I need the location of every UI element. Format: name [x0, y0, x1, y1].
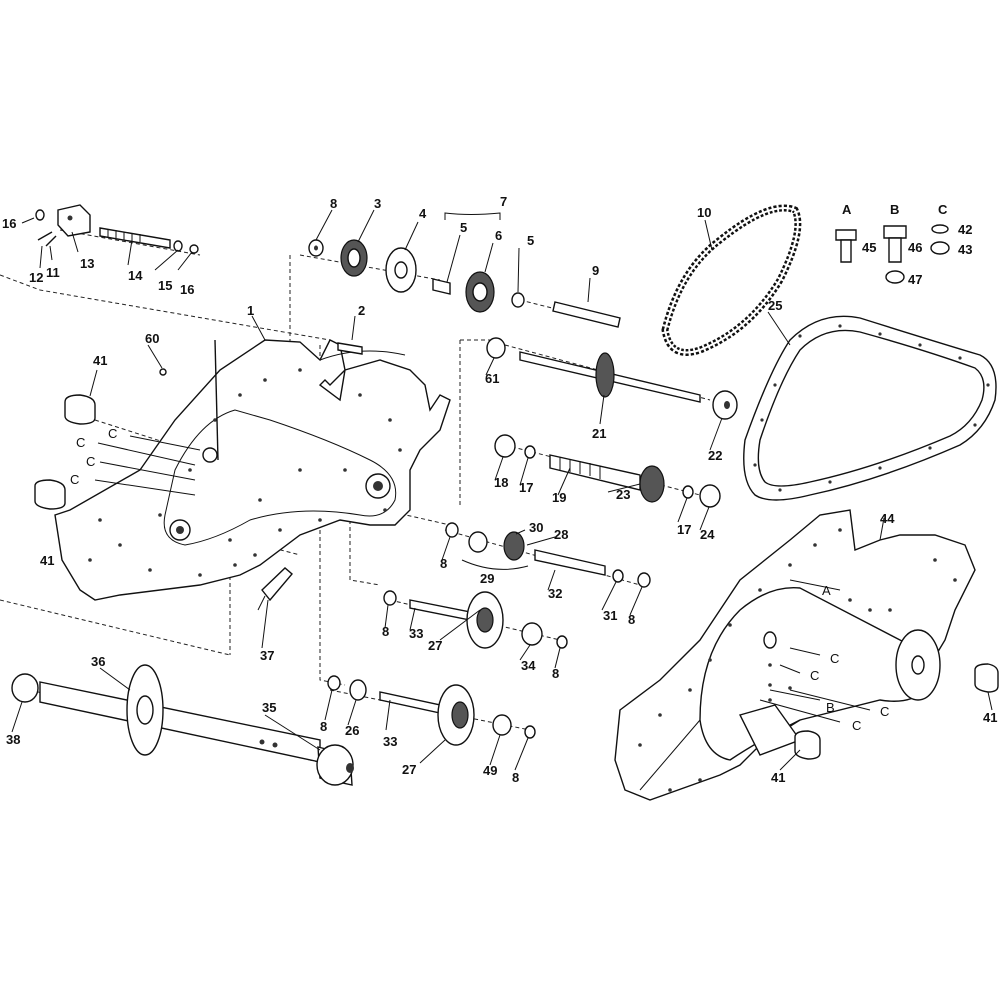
- ref-arrow-right-label: C: [880, 704, 889, 719]
- callout-41: 41: [983, 710, 997, 725]
- callout-61: 61: [485, 371, 499, 386]
- fastener-group-c: C: [938, 202, 948, 217]
- callout-49: 49: [483, 763, 497, 778]
- callout-8: 8: [320, 719, 327, 734]
- callout-5: 5: [527, 233, 534, 248]
- left-rod-assembly: [35, 204, 219, 461]
- axle-assembly: [11, 664, 354, 786]
- callout-33: 33: [383, 734, 397, 749]
- callout-16: 16: [180, 282, 194, 297]
- callout-14: 14: [128, 268, 143, 283]
- callout-8: 8: [440, 556, 447, 571]
- lower-shaft-parts: [445, 522, 651, 588]
- bracket-7: [444, 212, 501, 220]
- callout-8: 8: [382, 624, 389, 639]
- callout-3: 3: [374, 196, 381, 211]
- callout-25: 25: [768, 298, 782, 313]
- callout-24: 24: [700, 527, 715, 542]
- callout-41: 41: [771, 770, 785, 785]
- ref-arrow-right-label: C: [810, 668, 819, 683]
- callout-38: 38: [6, 732, 20, 747]
- callout-37: 37: [260, 648, 274, 663]
- callout-21: 21: [592, 426, 606, 441]
- right-housing: [614, 509, 976, 801]
- ref-arrow-right-label: C: [830, 651, 839, 666]
- ref-arrow-left-label: C: [108, 426, 117, 441]
- ref-arrow-left-label: C: [86, 454, 95, 469]
- callout-32: 32: [548, 586, 562, 601]
- fastener-46: 46: [908, 240, 922, 255]
- ref-arrow-left-label: C: [76, 435, 85, 450]
- callout-27: 27: [402, 762, 416, 777]
- callout-41: 41: [40, 553, 54, 568]
- fastener-group-b: B: [890, 202, 899, 217]
- callout-4: 4: [419, 206, 427, 221]
- middle-shafts: [486, 337, 738, 508]
- callout-8: 8: [512, 770, 519, 785]
- reference-arrows: [94, 435, 871, 723]
- fastener-42: 42: [958, 222, 972, 237]
- callout-10: 10: [697, 205, 711, 220]
- callout-19: 19: [552, 490, 566, 505]
- callout-12: 12: [29, 270, 43, 285]
- callout-22: 22: [708, 448, 722, 463]
- top-gear-train: [308, 239, 621, 355]
- left-housing: [54, 339, 451, 611]
- callout-23: 23: [616, 487, 630, 502]
- gasket: [743, 315, 997, 501]
- callout-8: 8: [628, 612, 635, 627]
- callout-7: 7: [500, 194, 507, 209]
- callout-36: 36: [91, 654, 105, 669]
- callout-44: 44: [880, 511, 895, 526]
- ref-arrow-right-label: A: [822, 583, 831, 598]
- callout-8: 8: [330, 196, 337, 211]
- callout-17: 17: [677, 522, 691, 537]
- fastener-group-a: A: [842, 202, 852, 217]
- fastener-47: 47: [908, 272, 922, 287]
- fastener-45: 45: [862, 240, 876, 255]
- ref-arrow-right-label: C: [852, 718, 861, 733]
- callout-8: 8: [552, 666, 559, 681]
- callout-5: 5: [460, 220, 467, 235]
- callout-27: 27: [428, 638, 442, 653]
- callout-33: 33: [409, 626, 423, 641]
- bushings: [34, 394, 999, 760]
- callout-18: 18: [494, 475, 508, 490]
- callout-41: 41: [93, 353, 107, 368]
- ref-arrow-right-label: B: [826, 700, 835, 715]
- fastener-43: 43: [958, 242, 972, 257]
- callout-26: 26: [345, 723, 359, 738]
- callout-1: 1: [247, 303, 254, 318]
- callout-30: 30: [529, 520, 543, 535]
- callout-15: 15: [158, 278, 172, 293]
- lower-gear-trains: [327, 590, 568, 746]
- callout-17: 17: [519, 480, 533, 495]
- leader-lines: [11, 209, 993, 771]
- callout-29: 29: [480, 571, 494, 586]
- callout-16: 16: [2, 216, 16, 231]
- callout-60: 60: [145, 331, 159, 346]
- fastener-key: [835, 224, 950, 284]
- callout-31: 31: [603, 608, 617, 623]
- callout-13: 13: [80, 256, 94, 271]
- callout-2: 2: [358, 303, 365, 318]
- ref-arrow-left-label: C: [70, 472, 79, 487]
- callout-9: 9: [592, 263, 599, 278]
- callout-11: 11: [46, 265, 60, 280]
- callout-34: 34: [521, 658, 536, 673]
- drive-chain: [661, 204, 802, 356]
- callout-35: 35: [262, 700, 276, 715]
- callout-6: 6: [495, 228, 502, 243]
- callout-28: 28: [554, 527, 568, 542]
